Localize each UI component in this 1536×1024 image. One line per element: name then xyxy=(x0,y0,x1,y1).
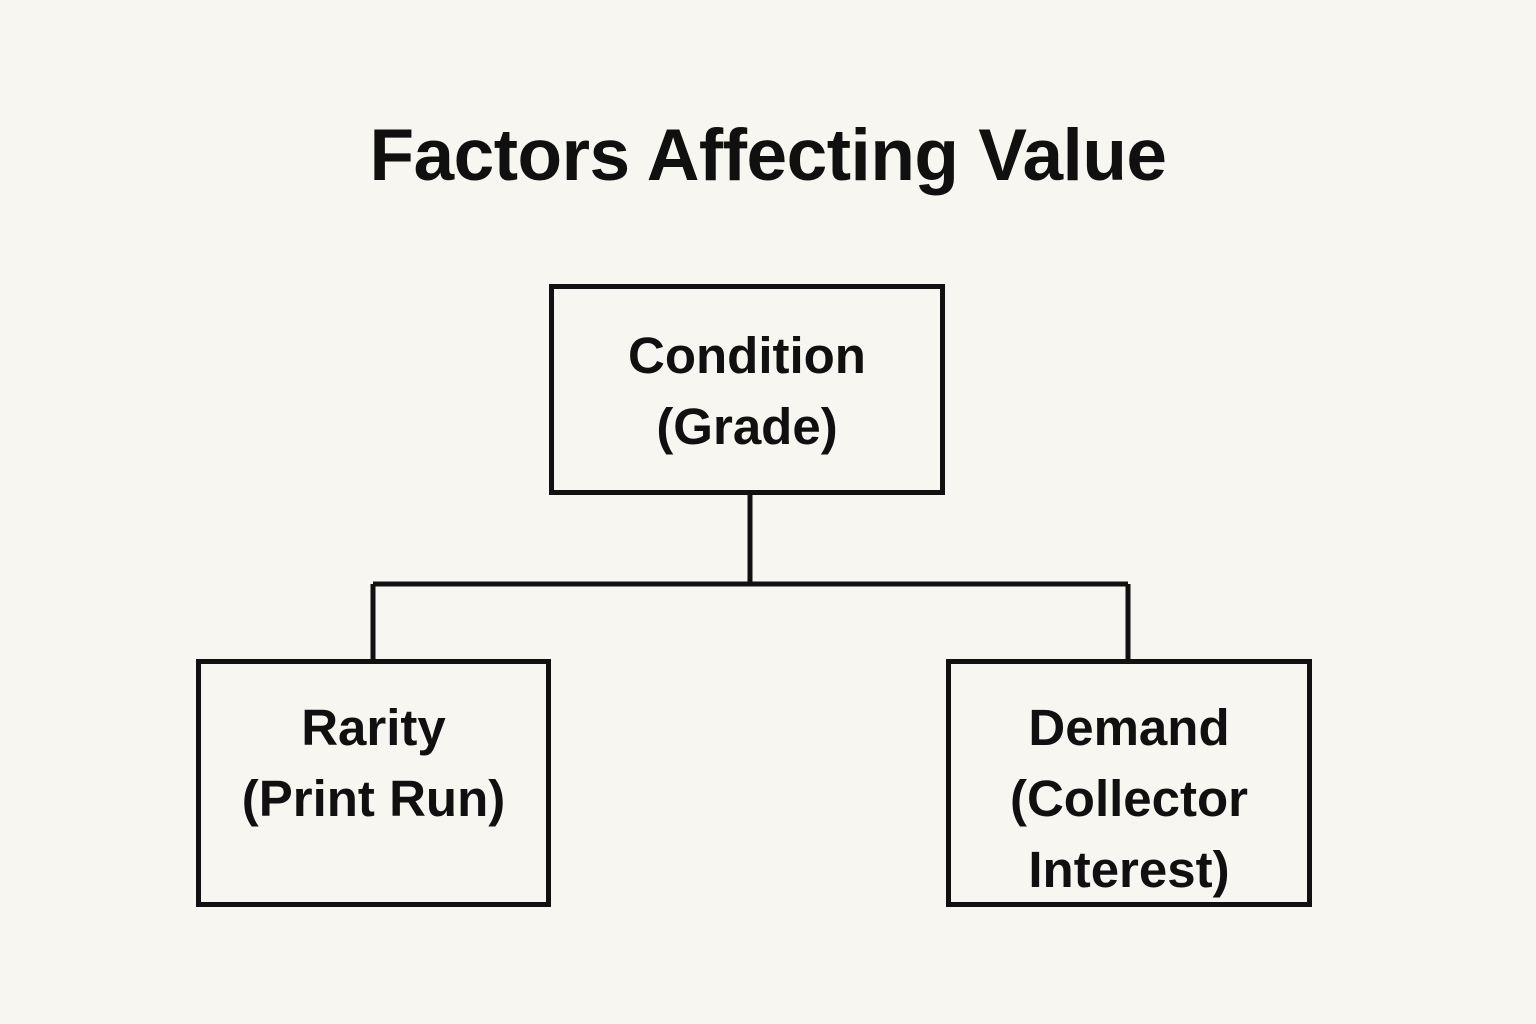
node-condition-line2: (Grade) xyxy=(656,398,838,455)
node-rarity[interactable]: Rarity (Print Run) xyxy=(196,659,551,907)
page-title: Factors Affecting Value xyxy=(369,115,1167,196)
node-condition-line1: Condition xyxy=(628,327,866,384)
node-demand-line1: Demand xyxy=(1028,699,1230,756)
node-rarity-line2: (Print Run) xyxy=(241,770,506,827)
node-demand[interactable]: Demand (Collector Interest) xyxy=(946,659,1312,907)
node-rarity-line1: Rarity xyxy=(301,699,446,756)
node-demand-line3: Interest) xyxy=(1028,841,1230,898)
node-condition[interactable]: Condition (Grade) xyxy=(549,284,945,495)
node-demand-line2: (Collector xyxy=(1009,770,1249,827)
